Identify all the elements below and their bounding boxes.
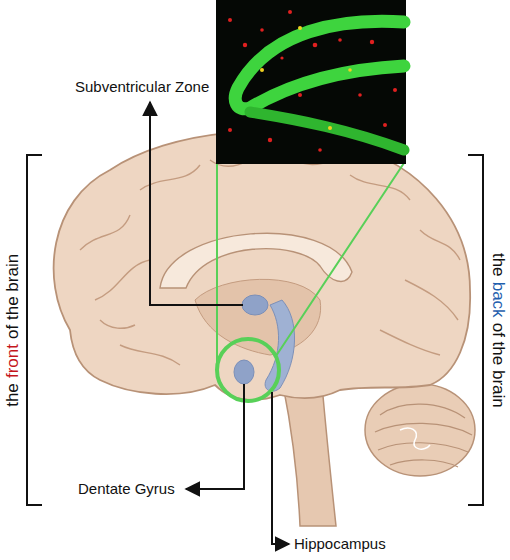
axis-word: front <box>4 344 23 378</box>
svz-dot <box>242 295 268 315</box>
axis-word: the <box>4 383 23 407</box>
zoom-lines <box>217 163 404 368</box>
axis-word: of the brain <box>488 322 507 407</box>
region-label: Subventricular Zone <box>75 78 209 96</box>
cerebrum <box>54 131 471 400</box>
region-label: Hippocampus <box>294 535 386 553</box>
gyri-lines <box>80 150 460 365</box>
axis-label: the front of the brain <box>4 254 23 407</box>
svz-leader <box>150 102 243 305</box>
highlight-circle <box>217 339 279 401</box>
back-bracket <box>468 155 483 505</box>
dentate-dot <box>234 360 254 384</box>
front-bracket <box>27 155 42 505</box>
axis-word: back <box>488 281 507 317</box>
brainstem <box>283 385 336 526</box>
axis-label: the back of the brain <box>488 253 507 408</box>
hippocampus-leader <box>272 392 289 544</box>
axis-word: the <box>488 253 507 277</box>
microscopy-inset <box>216 0 406 164</box>
dentate-leader <box>186 384 244 489</box>
region-label: Dentate Gyrus <box>78 480 175 498</box>
axis-word: of the brain <box>4 254 23 339</box>
cerebellum <box>365 384 475 476</box>
